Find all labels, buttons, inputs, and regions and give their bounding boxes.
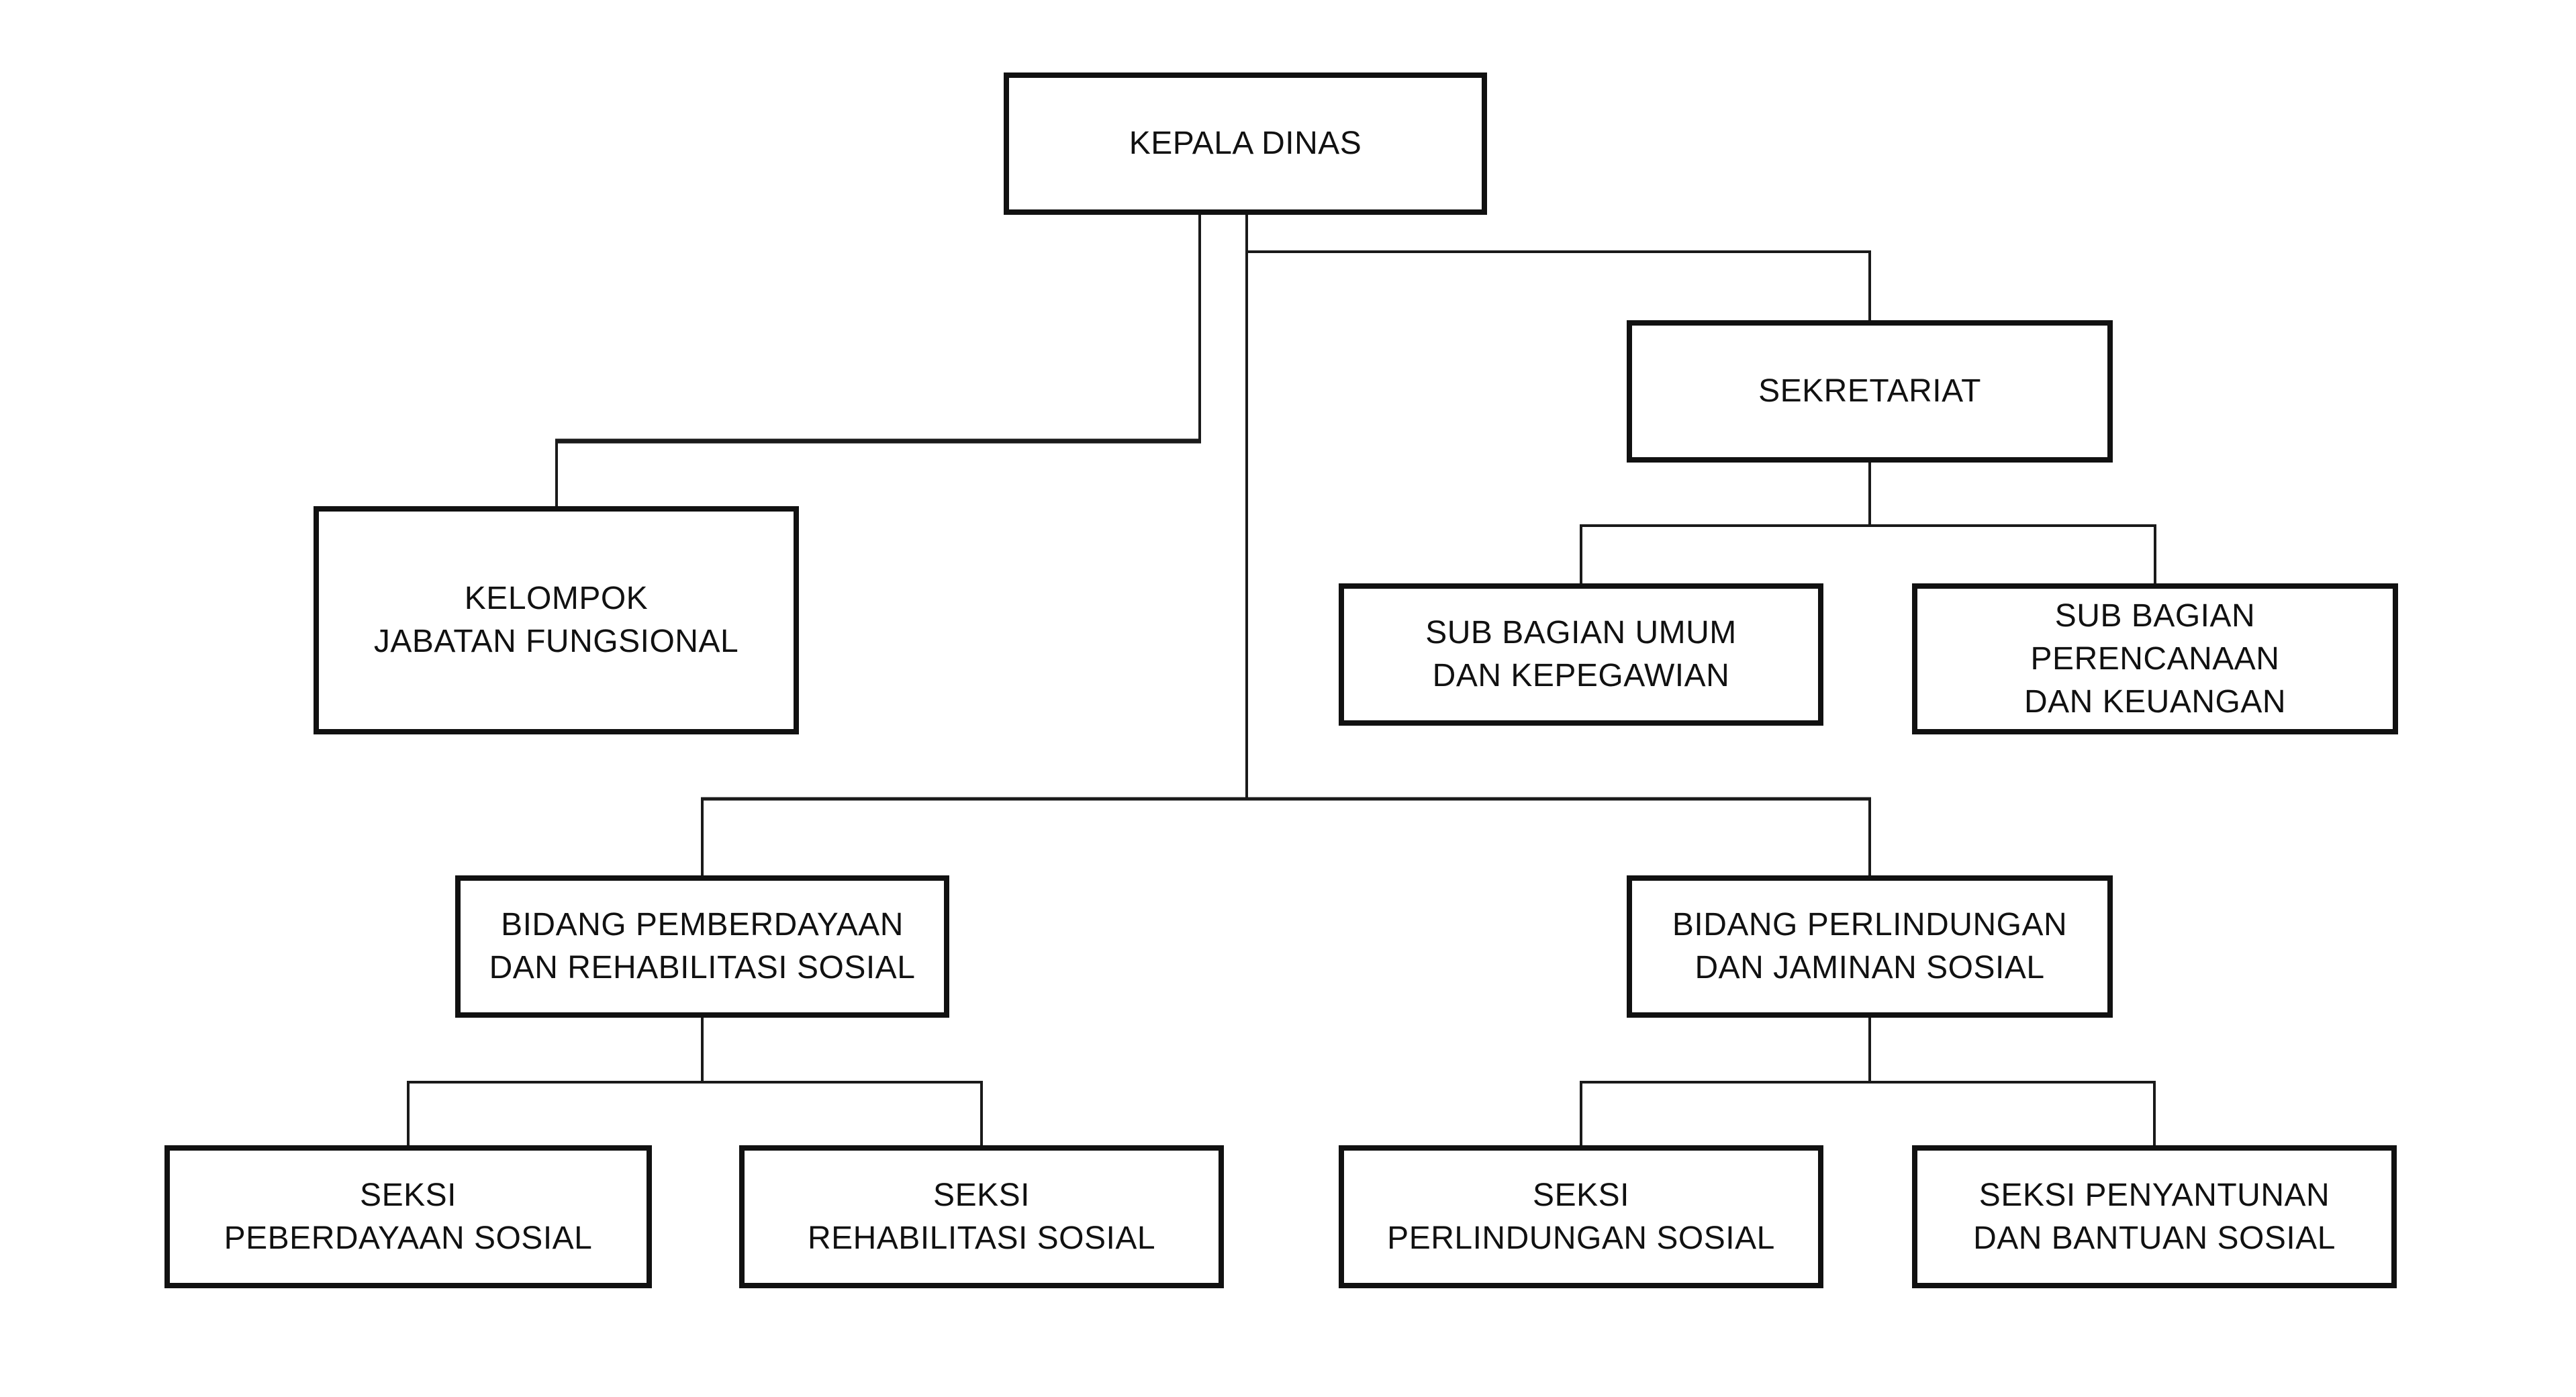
node-kepala-dinas: KEPALA DINAS — [1004, 73, 1487, 215]
node-bidang-pemberdayaan-label: BIDANG PEMBERDAYAAN DAN REHABILITASI SOS… — [489, 907, 916, 985]
node-seksi-penyantunan: SEKSI PENYANTUNAN DAN BANTUAN SOSIAL — [1912, 1145, 2397, 1288]
node-seksi-perlindungan: SEKSI PERLINDUNGAN SOSIAL — [1339, 1145, 1823, 1288]
node-kelompok-jabatan-fungsional-label: KELOMPOK JABATAN FUNGSIONAL — [373, 581, 739, 659]
node-seksi-peberdayaan: SEKSI PEBERDAYAAN SOSIAL — [164, 1145, 652, 1288]
node-seksi-peberdayaan-label: SEKSI PEBERDAYAAN SOSIAL — [224, 1177, 593, 1256]
node-bidang-perlindungan-label: BIDANG PERLINDUNGAN DAN JAMINAN SOSIAL — [1672, 907, 2068, 985]
node-bidang-perlindungan: BIDANG PERLINDUNGAN DAN JAMINAN SOSIAL — [1627, 875, 2113, 1018]
node-sekretariat-label: SEKRETARIAT — [1758, 373, 1981, 409]
node-kepala-dinas-label: KEPALA DINAS — [1129, 126, 1362, 161]
node-seksi-penyantunan-label: SEKSI PENYANTUNAN DAN BANTUAN SOSIAL — [1973, 1177, 2336, 1256]
node-seksi-rehabilitasi: SEKSI REHABILITASI SOSIAL — [739, 1145, 1224, 1288]
node-sub-bagian-perencanaan: SUB BAGIAN PERENCANAAN DAN KEUANGAN — [1912, 583, 2398, 734]
node-sub-bagian-perencanaan-label: SUB BAGIAN PERENCANAAN DAN KEUANGAN — [2023, 597, 2287, 720]
node-sub-bagian-umum-label: SUB BAGIAN UMUM DAN KEPEGAWIAN — [1425, 615, 1737, 693]
node-seksi-perlindungan-label: SEKSI PERLINDUNGAN SOSIAL — [1387, 1177, 1775, 1256]
node-bidang-pemberdayaan: BIDANG PEMBERDAYAAN DAN REHABILITASI SOS… — [455, 875, 949, 1018]
node-seksi-rehabilitasi-label: SEKSI REHABILITASI SOSIAL — [807, 1177, 1156, 1256]
node-sub-bagian-umum: SUB BAGIAN UMUM DAN KEPEGAWIAN — [1339, 583, 1823, 726]
node-kelompok-jabatan-fungsional: KELOMPOK JABATAN FUNGSIONAL — [314, 506, 799, 734]
node-sekretariat: SEKRETARIAT — [1627, 320, 2113, 463]
